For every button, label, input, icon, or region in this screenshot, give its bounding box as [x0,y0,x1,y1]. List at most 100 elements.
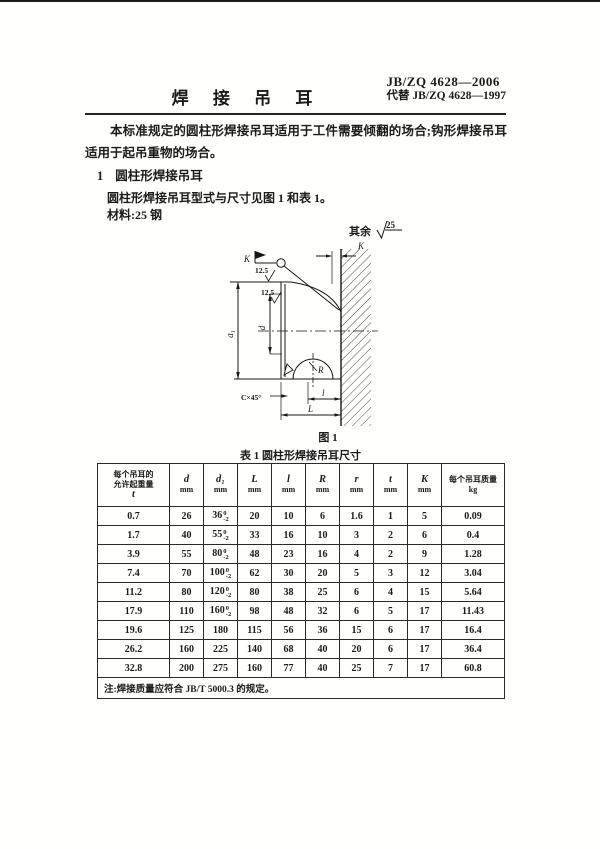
table-cell: 70 [169,563,204,583]
page-top-edge-line [0,0,600,2]
lug-outline [230,249,378,426]
table-cell: 98 [237,601,272,621]
table-cell: 32 [305,601,340,621]
table-cell: 4 [373,582,408,602]
roughness-check-icon: 25 [376,220,402,240]
table-cell: 32.8 [97,658,170,678]
table-cell: 275 [203,658,238,678]
table-note: 注:焊接质量应符合 JB/T 5000.3 的规定。 [97,677,505,699]
table-cell: 30 [271,563,306,583]
table-cell: 3.04 [441,563,505,583]
table-cell: 180 [203,620,238,640]
figure-1-drawing: d₁ d K 12.5 12.5 K C×45° l L R [228,241,378,426]
table-cell: 6 [339,582,374,602]
label-d: d [257,325,267,330]
label-l: l [322,388,325,398]
table-cell: 2 [373,544,408,564]
table-cell: 62 [237,563,272,583]
table-cell: 20 [305,563,340,583]
table-cell: 55 [169,544,204,564]
table-cell: 16.4 [441,620,505,640]
table-cell: 33 [237,525,272,545]
table-cell: 36 [305,620,340,640]
table-cell: 25 [305,582,340,602]
surface-note-prefix: 其余 [349,226,371,238]
header-rule [85,113,506,115]
table-cell: 10 [271,506,306,526]
table-cell: 16 [271,525,306,545]
table-cell: 6 [407,525,442,545]
table-cell: 2 [373,525,408,545]
table-cell: 48 [237,544,272,564]
table-cell: 20 [339,639,374,659]
table-cell: 40 [305,658,340,678]
table-cell: 5 [373,601,408,621]
roughness-value: 25 [386,220,396,230]
table-cell: 20 [237,506,272,526]
table-cell: 11.2 [97,582,170,602]
page-title: 焊 接 吊 耳 [171,89,323,108]
wall-hatch [341,249,371,426]
table-cell: 0.09 [441,506,505,526]
table-cell: 68 [271,639,306,659]
label-rough-2: 12.5 [261,288,274,297]
table-cell: 38 [271,582,306,602]
table-cell: 6 [373,639,408,659]
figure-caption: 图 1 [318,432,338,444]
table-cell: 16 [305,544,340,564]
table-cell: 40 [305,639,340,659]
section-title: 圆柱形焊接吊耳 [115,169,203,183]
table-cell: 48 [271,601,306,621]
standard-number-block: JB/ZQ 4628—2006 代替 JB/ZQ 4628—1997 [387,74,506,104]
table-cell: 110 [169,601,204,621]
table-cell: 3 [373,563,408,583]
table-cell: 3.9 [97,544,170,564]
table-cell: 40 [169,525,204,545]
label-rough-1: 12.5 [255,266,268,275]
table-cell: 56 [271,620,306,640]
figure-reference-line: 圆柱形焊接吊耳型式与尺寸见图 1 和表 1。 [107,191,333,205]
table-cell: 15 [407,582,442,602]
table-cell: 36.4 [441,639,505,659]
table-cell: 1.28 [441,544,505,564]
table-cell: 200 [169,658,204,678]
table-cell: 0.7 [97,506,170,526]
table-cell: 4 [339,544,374,564]
replaces-note: 代替 JB/ZQ 4628—1997 [386,90,506,102]
figure-labels: d₁ d K 12.5 12.5 K C×45° l L R [228,241,365,414]
table-cell: 17 [407,639,442,659]
table-cell: 19.6 [97,620,170,640]
surface-roughness-note: 其余 25 [349,219,404,240]
label-chamfer: C×45° [241,393,261,402]
table-cell: 17 [407,620,442,640]
table-cell: 23 [271,544,306,564]
label-k-dim: K [357,241,365,251]
table-cell: 0.4 [441,525,505,545]
table-cell: 160 [169,639,204,659]
table-cell: 80 [169,582,204,602]
table-cell: 7.4 [97,563,170,583]
table-cell: 140 [237,639,272,659]
label-L: L [307,404,313,414]
table-cell: 17 [407,658,442,678]
table-cell: 6 [373,620,408,640]
table-cell: 6 [339,601,374,621]
table-cell: 17 [407,601,442,621]
